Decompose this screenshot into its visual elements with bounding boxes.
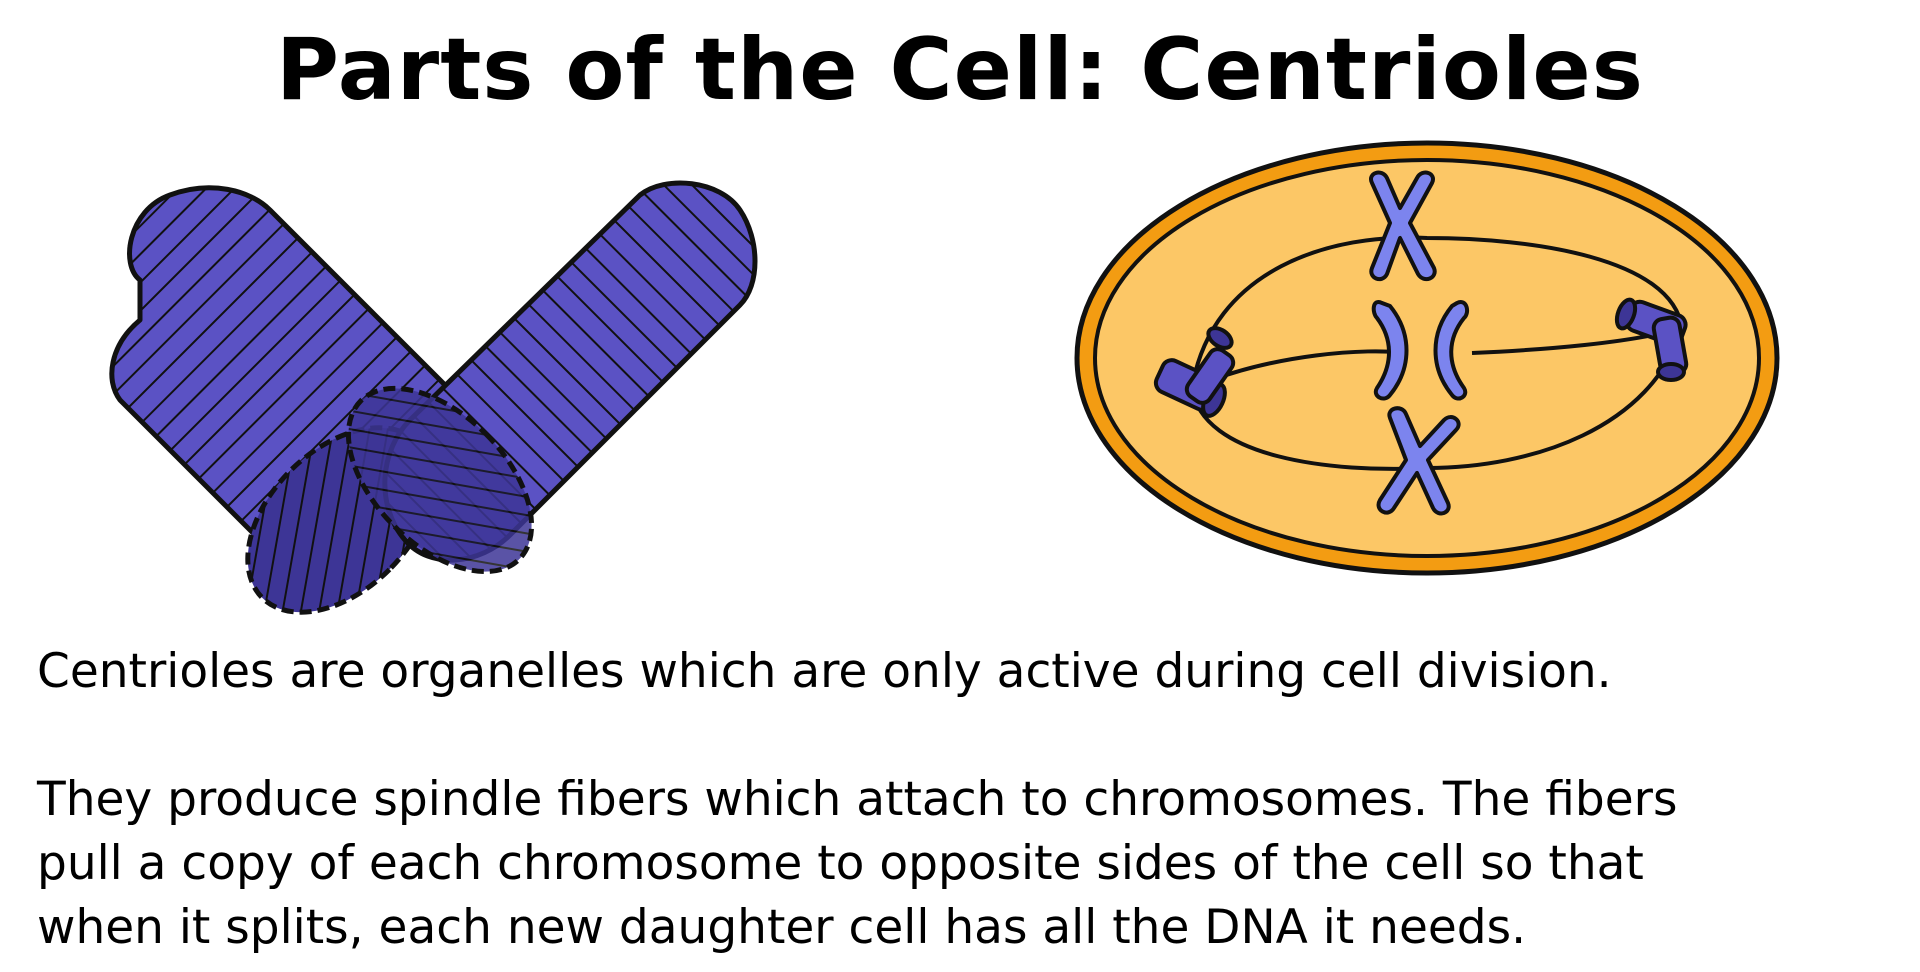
centriole-pair-illustration	[109, 180, 758, 615]
centriole-right	[345, 180, 758, 575]
centriole-pole-right	[1614, 297, 1689, 382]
dividing-cell-illustration	[1074, 140, 1780, 576]
slide-title: Parts of the Cell: Centrioles	[276, 20, 1644, 120]
centriole-pole-left	[1153, 326, 1236, 418]
paragraph-line: when it splits, each new daughter cell h…	[37, 900, 1527, 955]
chromosome-bottom	[1376, 406, 1461, 516]
detail-paragraph: They produce spindle fibers which attach…	[37, 768, 1897, 960]
paragraph-line: They produce spindle fibers which attach…	[37, 772, 1678, 827]
paragraph-line: Centrioles are organelles which are only…	[37, 644, 1612, 699]
intro-paragraph: Centrioles are organelles which are only…	[37, 640, 1897, 704]
chromatids-middle	[1371, 300, 1470, 401]
paragraph-line: pull a copy of each chromosome to opposi…	[37, 836, 1644, 891]
chromosome-top	[1369, 170, 1437, 282]
